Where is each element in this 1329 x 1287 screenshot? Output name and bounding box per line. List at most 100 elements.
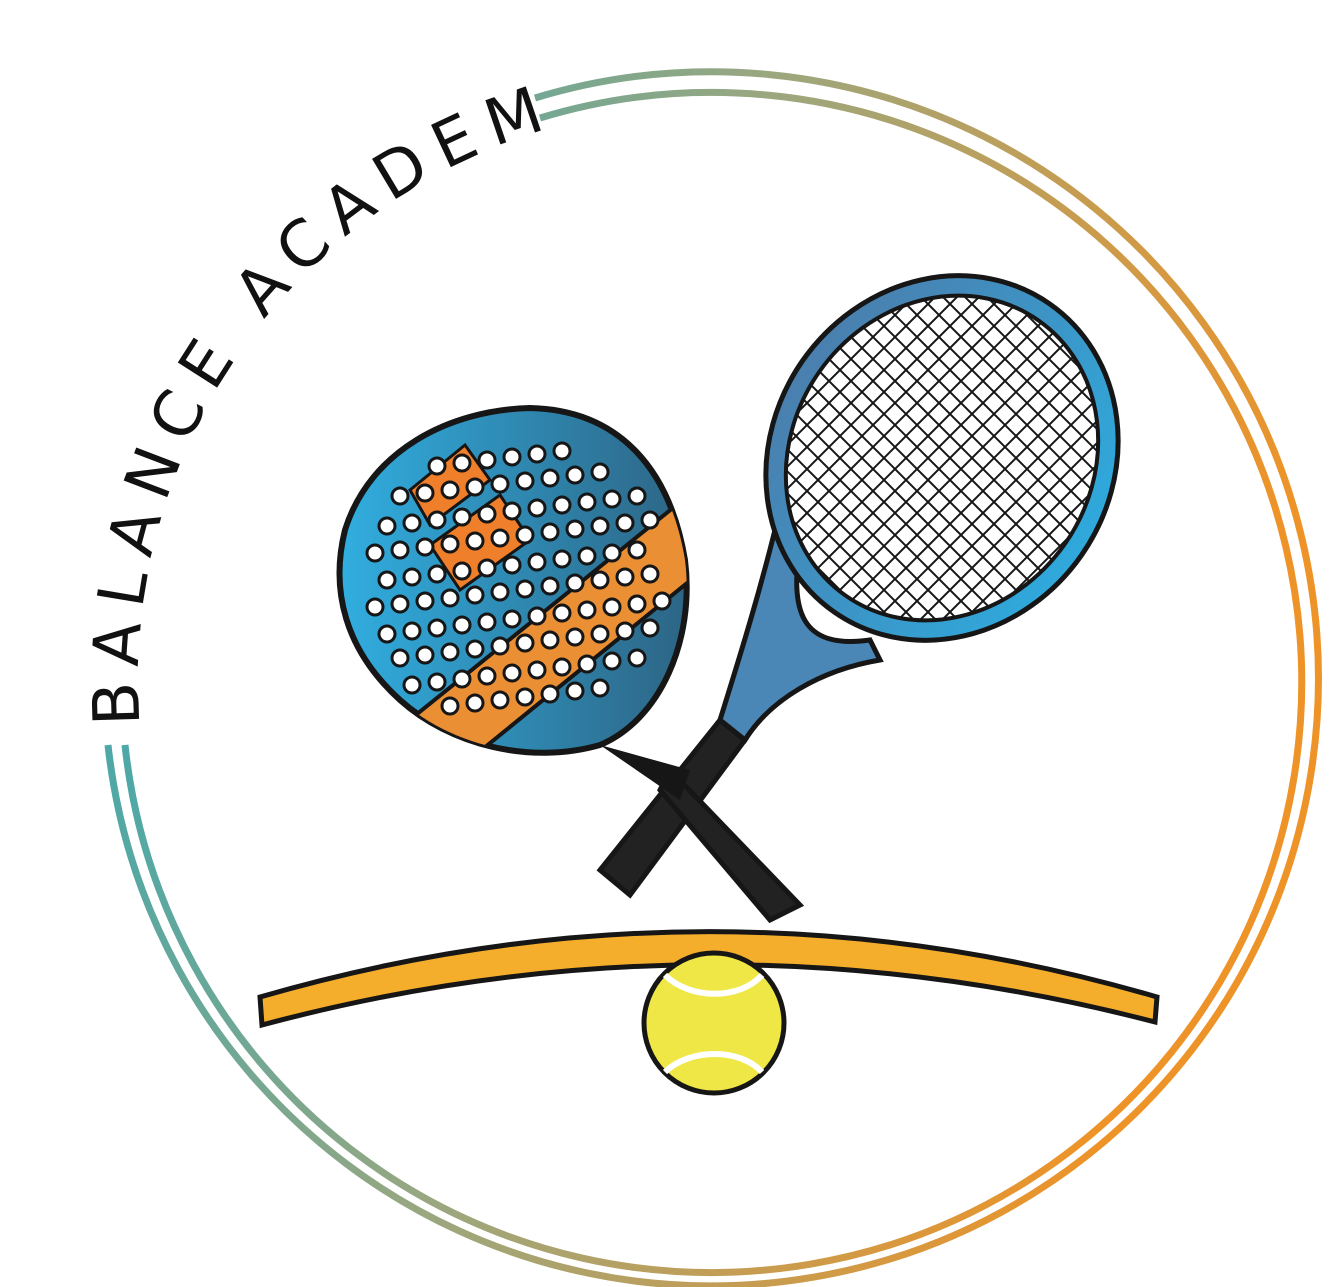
paddle-hole <box>577 600 597 620</box>
paddle-hole <box>440 480 460 500</box>
ring <box>104 68 1322 1287</box>
paddle-hole <box>452 561 472 581</box>
paddle-hole <box>477 612 497 632</box>
paddle-hole <box>615 567 635 587</box>
paddle-hole <box>565 627 585 647</box>
paddle-hole <box>540 468 560 488</box>
balance-board-icon <box>257 929 1160 1029</box>
paddle-hole <box>502 663 522 683</box>
paddle-hole <box>402 675 422 695</box>
paddle-hole <box>490 636 510 656</box>
paddle-hole <box>390 594 410 614</box>
paddle-hole <box>640 564 660 584</box>
paddle-hole <box>627 486 647 506</box>
paddle-hole <box>477 504 497 524</box>
paddle-hole <box>602 489 622 509</box>
paddle-hole <box>415 645 435 665</box>
paddle-hole <box>552 441 572 461</box>
paddle-hole <box>502 609 522 629</box>
tennis-ball-icon <box>641 950 787 1096</box>
paddle-hole <box>565 573 585 593</box>
paddle-hole <box>427 564 447 584</box>
paddle-hole <box>640 510 660 530</box>
paddle-hole <box>377 624 397 644</box>
paddle-hole <box>615 621 635 641</box>
paddle-hole <box>552 495 572 515</box>
paddle-hole <box>390 486 410 506</box>
paddle-hole <box>602 597 622 617</box>
paddle-hole <box>415 483 435 503</box>
paddle-hole <box>515 579 535 599</box>
paddle-hole <box>452 669 472 689</box>
paddle-hole <box>502 447 522 467</box>
paddle-hole <box>477 558 497 578</box>
paddle-hole <box>565 681 585 701</box>
paddle-hole <box>590 462 610 482</box>
padel-racket-icon <box>336 404 805 924</box>
paddle-hole <box>427 618 447 638</box>
paddle-hole <box>390 540 410 560</box>
paddle-hole <box>440 588 460 608</box>
paddle-hole <box>652 591 672 611</box>
paddle-hole <box>452 453 472 473</box>
paddle-hole <box>627 648 647 668</box>
paddle-hole <box>490 690 510 710</box>
paddle-hole <box>552 549 572 569</box>
paddle-hole <box>527 444 547 464</box>
paddle-hole <box>402 513 422 533</box>
paddle-hole <box>365 597 385 617</box>
paddle-hole <box>640 618 660 638</box>
paddle-hole <box>427 510 447 530</box>
paddle-hole <box>402 621 422 641</box>
paddle-hole <box>515 471 535 491</box>
paddle-hole <box>565 519 585 539</box>
paddle-hole <box>527 606 547 626</box>
paddle-hole <box>427 672 447 692</box>
paddle-hole <box>490 528 510 548</box>
paddle-hole <box>627 540 647 560</box>
paddle-hole <box>590 624 610 644</box>
paddle-hole <box>590 516 610 536</box>
paddle-hole <box>402 567 422 587</box>
paddle-hole <box>590 570 610 590</box>
paddle-hole <box>365 543 385 563</box>
paddle-hole <box>602 543 622 563</box>
paddle-hole <box>465 531 485 551</box>
paddle-hole <box>515 687 535 707</box>
paddle-hole <box>490 474 510 494</box>
paddle-hole <box>377 516 397 536</box>
paddle-hole <box>615 513 635 533</box>
paddle-hole <box>627 594 647 614</box>
paddle-hole <box>515 633 535 653</box>
paddle-hole <box>590 678 610 698</box>
paddle-hole <box>527 552 547 572</box>
paddle-hole <box>390 648 410 668</box>
paddle-hole <box>427 456 447 476</box>
paddle-hole <box>490 582 510 602</box>
paddle-hole <box>440 696 460 716</box>
paddle-hole <box>440 642 460 662</box>
paddle-hole <box>577 654 597 674</box>
paddle-hole <box>465 639 485 659</box>
paddle-hole <box>540 684 560 704</box>
paddle-hole <box>452 615 472 635</box>
paddle-hole <box>502 555 522 575</box>
paddle-hole <box>465 693 485 713</box>
paddle-hole <box>552 657 572 677</box>
paddle-hole <box>477 666 497 686</box>
paddle-hole <box>527 660 547 680</box>
paddle-hole <box>602 651 622 671</box>
paddle-hole <box>377 570 397 590</box>
paddle-hole <box>477 450 497 470</box>
paddle-hole <box>577 492 597 512</box>
paddle-hole <box>465 585 485 605</box>
paddle-hole <box>415 591 435 611</box>
paddle-hole <box>440 534 460 554</box>
paddle-hole <box>540 630 560 650</box>
paddle-hole <box>540 576 560 596</box>
paddle-hole <box>452 507 472 527</box>
paddle-hole <box>502 501 522 521</box>
paddle-hole <box>527 498 547 518</box>
paddle-hole <box>577 546 597 566</box>
